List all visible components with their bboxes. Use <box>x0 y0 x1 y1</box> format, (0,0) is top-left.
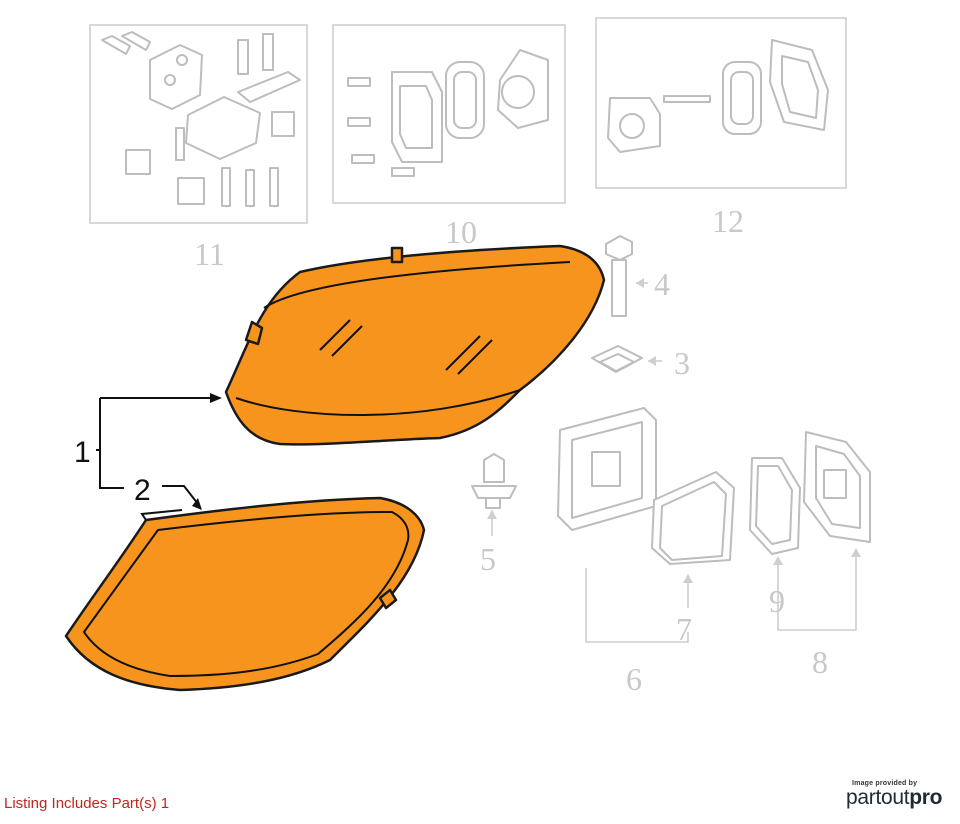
credit-brand-part-a: partout <box>846 786 910 809</box>
inset-box-10 <box>332 24 566 204</box>
parts-diagram: 11 10 12 <box>64 17 871 697</box>
bolt-part-4 <box>605 235 633 317</box>
callout-10: 10 <box>445 214 477 250</box>
control-module-part-8 <box>803 431 871 543</box>
callout-1: 1 <box>74 436 91 469</box>
callout-9: 9 <box>769 583 785 619</box>
inset-box-12 <box>595 17 847 189</box>
callout-5: 5 <box>480 541 496 577</box>
partoutpro-logo: partoutpro <box>846 786 956 810</box>
control-module-part-6 <box>557 407 657 531</box>
image-credit: Image provided by partoutpro <box>846 780 956 810</box>
callout-11: 11 <box>194 236 225 272</box>
callout-3: 3 <box>674 345 690 381</box>
callout-6: 6 <box>626 661 642 697</box>
headlamp-lens-highlighted <box>64 496 426 692</box>
credit-caption: Image provided by <box>852 780 918 787</box>
listing-note: Listing Includes Part(s) 1 <box>4 795 170 812</box>
inset-box-11 <box>89 24 308 224</box>
callout-12: 12 <box>712 203 744 239</box>
headlamp-assembly-highlighted <box>224 244 606 446</box>
clip-nut-part-3 <box>591 345 643 373</box>
gasket-part-9 <box>749 457 801 555</box>
push-rivet-part-5 <box>471 453 517 509</box>
callout-2: 2 <box>134 474 151 507</box>
leader-lines-1-2 <box>96 393 222 510</box>
callout-4: 4 <box>654 266 670 302</box>
gasket-part-7 <box>651 471 735 565</box>
credit-brand-part-b: pro <box>909 786 943 809</box>
callout-8: 8 <box>812 644 828 680</box>
